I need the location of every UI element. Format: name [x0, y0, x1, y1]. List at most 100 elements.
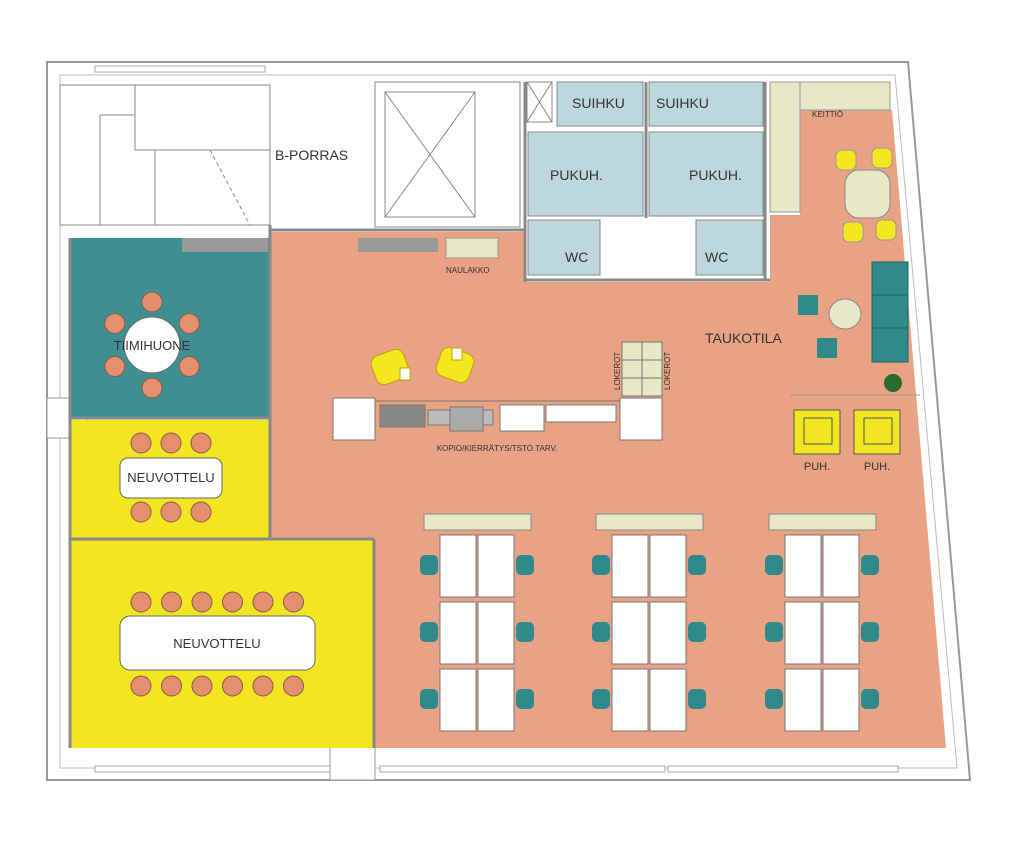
sliding-door: [358, 238, 438, 252]
chair: [688, 622, 706, 642]
chair: [592, 622, 610, 642]
chair: [252, 591, 274, 613]
chair: [190, 432, 212, 454]
desk: [649, 668, 687, 732]
changing-room-label: PUKUH.: [689, 167, 742, 183]
chair: [130, 675, 152, 697]
chair: [141, 377, 163, 399]
chair: [420, 689, 438, 709]
desk: [784, 668, 822, 732]
stair-label: B-PORRAS: [275, 147, 348, 163]
chair: [516, 622, 534, 642]
kitchen-label: KEITTIÖ: [812, 110, 843, 119]
team-room-table: [123, 316, 181, 374]
desk: [611, 601, 649, 665]
chair: [516, 689, 534, 709]
pillar: [329, 744, 376, 781]
window: [379, 765, 666, 773]
chair: [516, 555, 534, 575]
coat-rack-label: NAULAKKO: [446, 266, 490, 275]
chair: [161, 675, 182, 697]
desk: [784, 601, 822, 665]
chair: [765, 622, 783, 642]
break-room-label: TAUKOTILA: [705, 330, 782, 346]
phone-booths: [793, 409, 901, 455]
bench: [768, 513, 877, 531]
chair: [222, 591, 243, 613]
copy-area-label: KOPIO/KIERRÄTYS/TSTO.TARV.: [437, 444, 558, 453]
chair: [861, 622, 879, 642]
chair: [765, 689, 783, 709]
desk: [649, 534, 687, 598]
lockers-label: LOKEROT: [663, 352, 672, 390]
open-office-area: [270, 110, 946, 748]
chair: [190, 501, 212, 523]
chair: [420, 555, 438, 575]
desk: [784, 534, 822, 598]
chair: [861, 689, 879, 709]
wc-label: WC: [565, 249, 588, 265]
window: [667, 765, 899, 773]
chair: [861, 555, 879, 575]
chair: [252, 675, 274, 697]
chair: [688, 689, 706, 709]
chair: [178, 313, 200, 334]
desk: [822, 534, 860, 598]
wc-label: WC: [705, 249, 728, 265]
break-room-furniture: [790, 147, 920, 396]
team-room-label: TIIMIHUONE: [114, 338, 191, 353]
phone-booth-label: PUH.: [864, 461, 890, 473]
chair: [160, 501, 182, 523]
walls: [68, 82, 770, 748]
desk: [649, 601, 687, 665]
chair: [130, 432, 152, 454]
plant: [884, 374, 902, 392]
chair: [688, 555, 706, 575]
chair: [191, 675, 213, 697]
stair-steps: [99, 85, 270, 226]
phone-booth-label: PUH.: [804, 461, 830, 473]
desk: [477, 668, 515, 732]
lounge-chairs: [370, 346, 475, 386]
desk: [477, 601, 515, 665]
sliding-door: [182, 238, 268, 252]
desk: [822, 668, 860, 732]
chair: [104, 313, 126, 334]
chair: [283, 591, 304, 613]
chair: [283, 675, 304, 697]
meeting-table-small: [119, 457, 223, 499]
team-room-chairs: [104, 291, 200, 399]
chair: [130, 501, 152, 523]
inner-wall: [59, 74, 958, 769]
chair: [592, 689, 610, 709]
changing-room-label: PUKUH.: [550, 167, 603, 183]
meeting-chairs: [130, 432, 304, 697]
chair: [592, 555, 610, 575]
shower-label: SUIHKU: [572, 95, 625, 111]
chair: [141, 291, 163, 313]
bench: [595, 513, 704, 531]
chair: [191, 591, 213, 613]
chair: [104, 356, 126, 377]
kitchen-counter: [445, 81, 891, 259]
chair: [765, 555, 783, 575]
copy-counter: [332, 341, 663, 441]
chair: [178, 356, 200, 377]
desk: [611, 534, 649, 598]
desk: [439, 668, 477, 732]
chair: [222, 675, 243, 697]
chair: [161, 591, 182, 613]
chair: [130, 591, 152, 613]
desk: [439, 601, 477, 665]
desk: [439, 534, 477, 598]
desk: [822, 601, 860, 665]
meeting-room-label: NEUVOTTELU: [127, 470, 214, 485]
window: [94, 65, 266, 73]
shower-label: SUIHKU: [656, 95, 709, 111]
lockers-label: LOKEROT: [613, 352, 622, 390]
window: [94, 765, 331, 773]
elevator: [374, 81, 521, 228]
stairwell: [59, 84, 271, 226]
meeting-table-large: [119, 615, 316, 671]
